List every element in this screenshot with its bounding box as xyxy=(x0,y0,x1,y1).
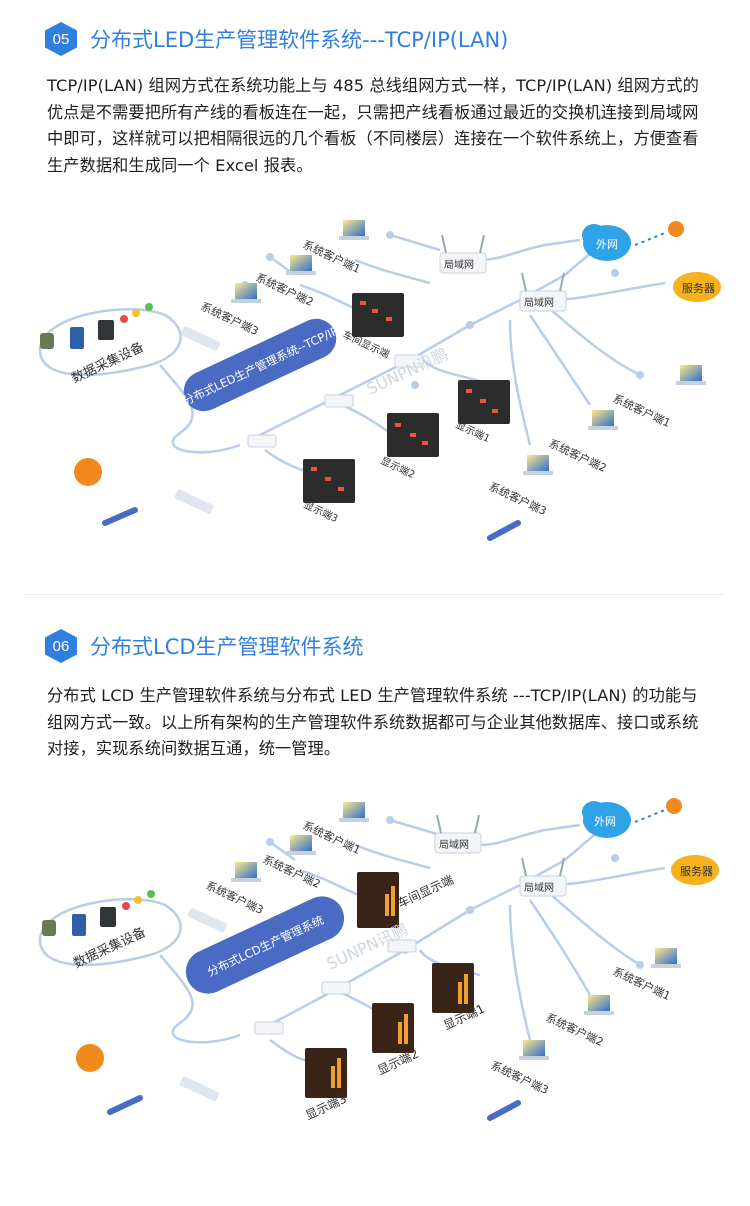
section-header: 06 分布式LCD生产管理软件系统 xyxy=(45,628,364,664)
client-upper-2: 系统客户端2 xyxy=(254,270,316,309)
gear-icon xyxy=(74,458,102,486)
section-number-badge: 05 xyxy=(45,22,77,56)
section-paragraph: TCP/IP(LAN) 组网方式在系统功能上与 485 总线组网方式一样，TCP… xyxy=(47,76,699,175)
section-paragraph: 分布式 LCD 生产管理软件系统与分布式 LED 生产管理软件系统 ---TCP… xyxy=(47,686,699,758)
section-number-badge: 06 xyxy=(45,629,77,663)
client-right-1: 系统客户端1 xyxy=(611,964,673,1003)
cloud-icon: 外网 xyxy=(582,224,631,261)
center-system-pill: 分布式LED生产管理系统--TCP/IP xyxy=(180,318,340,412)
server-icon: 服务器 xyxy=(673,272,721,302)
client-laptop-icon xyxy=(339,220,369,240)
client-laptop-icon xyxy=(676,365,706,385)
lan-label-1: 局域网 xyxy=(444,258,474,271)
router-icon: 局域网 xyxy=(434,814,482,854)
keyboard-icon xyxy=(179,1076,220,1102)
lan-label-1: 局域网 xyxy=(439,838,469,851)
switch-icon xyxy=(247,354,424,448)
client-right-3: 系统客户端3 xyxy=(489,1058,551,1097)
client-right-1: 系统客户端1 xyxy=(611,391,673,430)
server-label: 服务器 xyxy=(680,865,713,878)
lan-label-2: 局域网 xyxy=(524,881,554,894)
section-divider xyxy=(25,594,725,595)
section-header: 05 分布式LED生产管理软件系统---TCP/IP(LAN) xyxy=(45,21,508,57)
gear-icon xyxy=(666,798,682,814)
router-icon: 局域网 xyxy=(519,857,567,897)
display-label-2: 显示端2 xyxy=(379,454,417,481)
gear-icon xyxy=(668,221,684,237)
keyboard-icon xyxy=(187,907,227,933)
cloud-icon: 外网 xyxy=(582,801,631,838)
router-icon: 局域网 xyxy=(439,234,487,274)
internet-label: 外网 xyxy=(596,238,618,251)
client-upper-3: 系统客户端3 xyxy=(199,299,261,338)
client-laptop-icon xyxy=(286,835,316,855)
switch-icon xyxy=(254,939,417,1035)
client-laptop-icon xyxy=(286,255,316,275)
router-icon: 局域网 xyxy=(519,272,567,312)
client-laptop-icon xyxy=(523,455,553,475)
client-laptop-icon xyxy=(231,862,261,882)
client-laptop-icon xyxy=(584,995,614,1015)
client-laptop-icon xyxy=(339,802,369,822)
network-diagram-led: 数据采集设备 分布式LED生产管理系统--TCP/IP 局域网 局域网 xyxy=(38,220,721,541)
workshop-display-label: 车间显示端 xyxy=(395,872,456,911)
server-icon: 服务器 xyxy=(671,855,719,885)
client-right-3: 系统客户端3 xyxy=(487,479,549,518)
section-title: 分布式LED生产管理软件系统---TCP/IP(LAN) xyxy=(90,28,509,52)
data-collection-devices-icon xyxy=(42,890,155,936)
keyboard-icon xyxy=(180,326,221,351)
network-diagram-lcd: 数据采集设备 分布式LCD生产管理系统 局域网 局域网 外网 xyxy=(38,798,719,1123)
gear-icon xyxy=(76,1044,104,1072)
client-laptop-icon xyxy=(588,410,618,430)
keyboard-icon xyxy=(174,489,214,515)
server-label: 服务器 xyxy=(682,282,715,295)
internet-label: 外网 xyxy=(594,815,616,828)
client-right-2: 系统客户端2 xyxy=(544,1010,606,1049)
client-upper-3: 系统客户端3 xyxy=(204,878,266,917)
client-right-2: 系统客户端2 xyxy=(547,436,609,475)
client-laptop-icon xyxy=(231,283,261,303)
data-collection-devices-icon xyxy=(40,303,153,349)
center-system-pill: 分布式LCD生产管理系统 xyxy=(185,896,345,994)
client-laptop-icon xyxy=(519,1040,549,1060)
client-laptop-icon xyxy=(651,948,681,968)
lan-label-2: 局域网 xyxy=(524,296,554,309)
section-title: 分布式LCD生产管理软件系统 xyxy=(90,635,364,659)
